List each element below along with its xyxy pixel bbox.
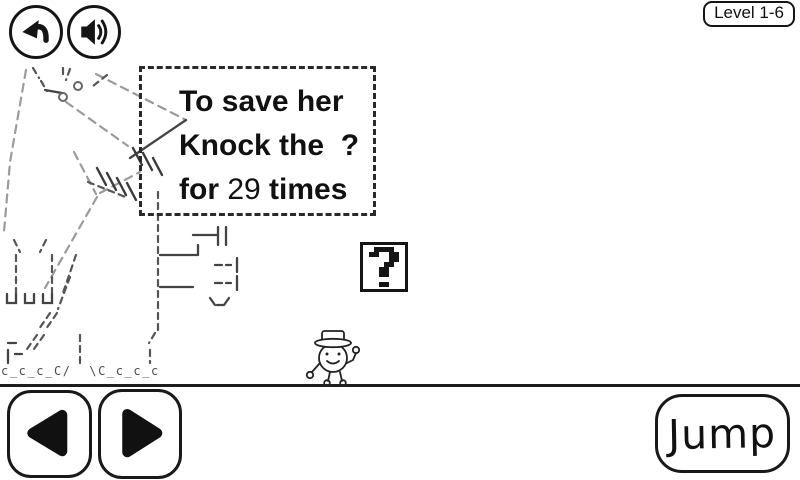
instruction-line-2: Knock the ? [179, 129, 360, 162]
speaker-icon [81, 19, 108, 45]
sound-button[interactable] [67, 5, 121, 59]
right-triangle-icon [122, 408, 163, 458]
move-right-button[interactable] [98, 389, 182, 479]
instruction-line-3-post: times [260, 173, 348, 206]
instruction-line-3: for 29 times [179, 168, 373, 212]
jump-button-label: Jump [668, 408, 777, 459]
jump-button[interactable]: Jump [655, 394, 790, 473]
monster-feet-text: c_c_c_C/ \C_c_c_c [1, 364, 160, 378]
instruction-bubble: To save her Knock the ? for 29 times [139, 66, 376, 216]
monster-drawing [2, 66, 239, 367]
move-left-button[interactable] [7, 390, 92, 478]
question-block[interactable] [360, 242, 408, 292]
level-badge: Level 1-6 [703, 1, 795, 27]
instruction-line-1: To save her [179, 85, 344, 118]
instruction-line-3-pre: for [179, 173, 228, 206]
knock-count: 29 [227, 173, 261, 206]
ground-line [0, 384, 800, 388]
back-arrow-icon [22, 20, 49, 43]
pixel-question-icon [369, 247, 399, 287]
back-button[interactable] [9, 5, 63, 59]
left-triangle-icon [26, 409, 67, 457]
player-character [305, 330, 361, 386]
